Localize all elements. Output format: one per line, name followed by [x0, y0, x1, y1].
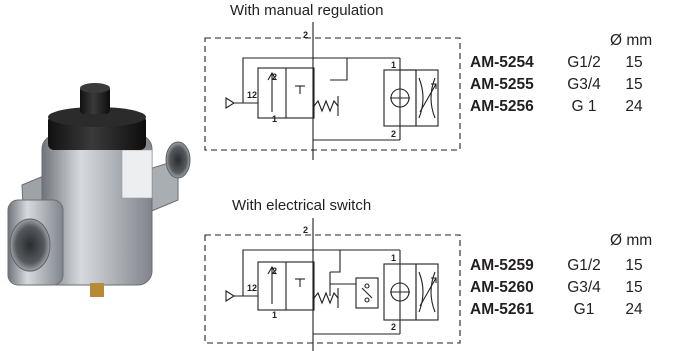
port-label: 12 [247, 90, 257, 100]
port-label: 1 [391, 60, 396, 70]
port-label: 2 [303, 30, 308, 40]
product-code: AM-5255 [470, 76, 534, 93]
diameter-value: 15 [625, 76, 643, 93]
thread-size: G1/2 [567, 54, 601, 71]
port-label: 12 [247, 283, 257, 293]
port-label: 2 [272, 72, 277, 82]
thread-size: G1/2 [567, 257, 601, 274]
diameter-value: 24 [625, 301, 643, 318]
product-photo [7, 83, 191, 297]
port-label: 2 [391, 322, 396, 332]
diameter-value: 15 [625, 54, 643, 71]
port-label: 2 [272, 266, 277, 276]
product-code: AM-5260 [470, 279, 534, 296]
diameter-header: Ø mm [610, 232, 653, 249]
port-label: 1 [272, 114, 277, 124]
section-title: With electrical switch [232, 197, 372, 214]
port-label: 1 [391, 253, 396, 263]
port-label: 1 [272, 310, 277, 320]
product-code: AM-5254 [470, 54, 534, 71]
port-label: 2 [391, 129, 396, 139]
product-code: AM-5256 [470, 98, 534, 115]
section-title: With manual regulation [230, 2, 384, 19]
product-code: AM-5259 [470, 257, 534, 274]
thread-size: G3/4 [567, 279, 601, 296]
diameter-value: 24 [625, 98, 643, 115]
product-code: AM-5261 [470, 301, 534, 318]
thread-size: G 1 [571, 98, 597, 115]
thread-size: G1 [573, 301, 595, 318]
diameter-header: Ø mm [610, 32, 653, 49]
diameter-value: 15 [625, 257, 643, 274]
port-label: 2 [303, 225, 308, 235]
thread-size: G3/4 [567, 76, 601, 93]
diameter-value: 15 [625, 279, 643, 296]
